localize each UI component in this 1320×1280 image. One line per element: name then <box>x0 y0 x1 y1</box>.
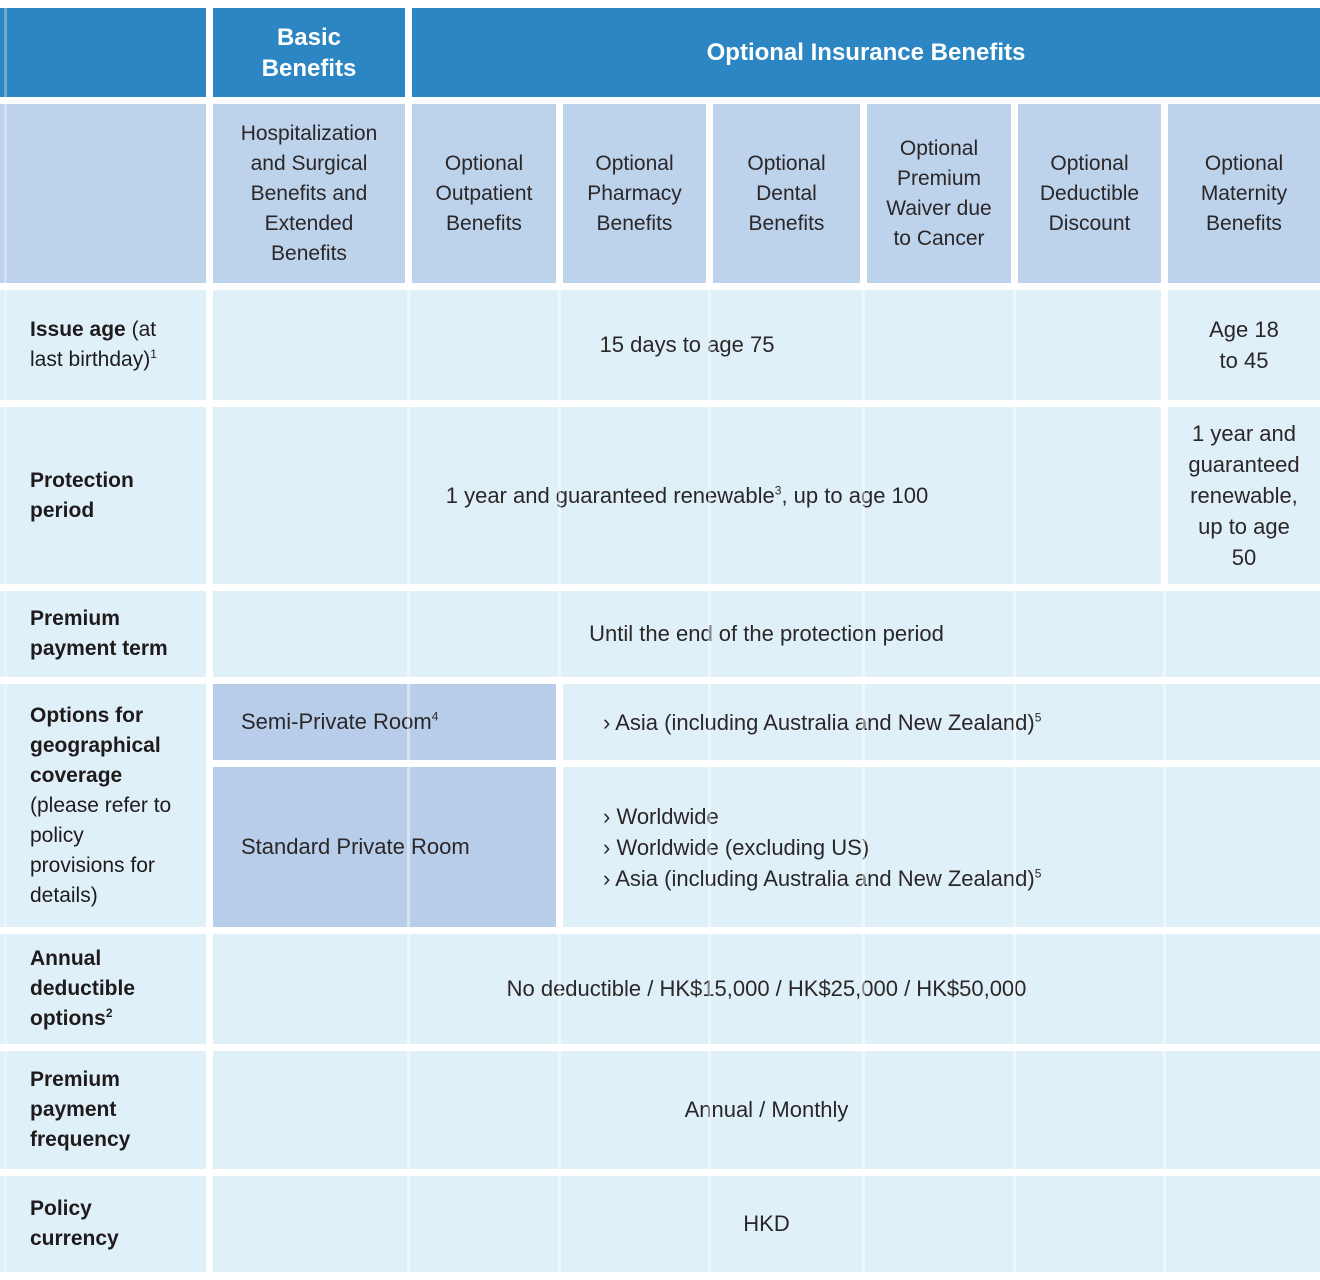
column-header-premium-waiver: Optional Premium Waiver due to Cancer <box>867 104 1011 283</box>
policy-currency-value-cell: HKD <box>213 1176 1320 1272</box>
protection-period-value-cell: 1 year and guaranteed renewable3, up to … <box>213 407 1161 584</box>
premium-payment-term-value-cell: Until the end of the protection period <box>213 591 1320 677</box>
geo-option-asia-2: › Asia (including Australia and New Zeal… <box>603 865 1042 891</box>
semi-private-room-label: Semi-Private Room4 <box>241 709 439 734</box>
basic-benefits-header-cell: Basic Benefits <box>213 8 405 97</box>
column-header-hospitalization: Hospitalization and Surgical Benefits an… <box>213 104 405 283</box>
issue-age-value: 15 days to age 75 <box>599 332 775 357</box>
protection-period-maternity-value: 1 year and guaranteed renewable, up to a… <box>1188 421 1300 570</box>
protection-period-value: 1 year and guaranteed renewable3, up to … <box>445 482 929 508</box>
protection-period-row: Protection period 1 year and guaranteed … <box>0 407 1320 584</box>
geographical-coverage-row: Options for geographical coverage (pleas… <box>0 684 1320 927</box>
column-header-spacer-cell <box>0 104 206 283</box>
issue-age-value-cell: 15 days to age 75 <box>213 290 1161 400</box>
annual-deductible-label-cell: Annual deductible options2 <box>0 934 206 1044</box>
premium-frequency-label-cell: Premium payment frequency <box>0 1051 206 1169</box>
issue-age-maternity-cell: Age 18 to 45 <box>1168 290 1320 400</box>
premium-frequency-value: Annual / Monthly <box>684 1097 849 1122</box>
premium-frequency-row: Premium payment frequency Annual / Month… <box>0 1051 1320 1169</box>
annual-deductible-row: Annual deductible options2 No deductible… <box>0 934 1320 1044</box>
premium-frequency-label: Premium payment frequency <box>30 1068 131 1151</box>
issue-age-label: Issue age (at last birthday)1 <box>30 318 157 371</box>
premium-payment-term-row: Premium payment term Until the end of th… <box>0 591 1320 677</box>
issue-age-row: Issue age (at last birthday)1 15 days to… <box>0 290 1320 400</box>
annual-deductible-label: Annual deductible options2 <box>30 947 136 1030</box>
premium-payment-term-label-cell: Premium payment term <box>0 591 206 677</box>
semi-private-room-cell: Semi-Private Room4 <box>213 684 556 760</box>
column-header-dental: Optional Dental Benefits <box>713 104 860 283</box>
policy-currency-label: Policy currency <box>30 1197 119 1250</box>
basic-benefits-header-label: Basic Benefits <box>261 23 357 82</box>
protection-period-maternity-cell: 1 year and guaranteed renewable, up to a… <box>1168 407 1320 584</box>
standard-private-options-cell: › Worldwide › Worldwide (excluding US) ›… <box>563 767 1320 927</box>
premium-payment-term-value: Until the end of the protection period <box>589 621 944 646</box>
geo-coverage-label: Options for geographical coverage (pleas… <box>30 703 172 907</box>
issue-age-maternity-value: Age 18 to 45 <box>1209 317 1279 373</box>
column-header-pharmacy: Optional Pharmacy Benefits <box>563 104 706 283</box>
standard-private-room-label: Standard Private Room <box>241 834 470 859</box>
issue-age-label-cell: Issue age (at last birthday)1 <box>0 290 206 400</box>
standard-private-room-cell: Standard Private Room <box>213 767 556 927</box>
geo-coverage-label-cell: Options for geographical coverage (pleas… <box>0 684 206 927</box>
geo-option-worldwide: › Worldwide <box>603 803 719 829</box>
protection-period-label: Protection period <box>30 468 134 522</box>
protection-period-label-cell: Protection period <box>0 407 206 584</box>
column-header-maternity: Optional Maternity Benefits <box>1168 104 1320 283</box>
column-header-row: Hospitalization and Surgical Benefits an… <box>0 104 1320 283</box>
column-header-deductible-discount: Optional Deductible Discount <box>1018 104 1161 283</box>
optional-benefits-header-cell: Optional Insurance Benefits <box>412 8 1320 97</box>
header-group-row: Basic Benefits Optional Insurance Benefi… <box>0 8 1320 97</box>
geo-option-worldwide-ex-us: › Worldwide (excluding US) <box>603 834 870 860</box>
optional-benefits-header-label: Optional Insurance Benefits <box>706 39 1026 66</box>
annual-deductible-value: No deductible / HK$15,000 / HK$25,000 / … <box>506 976 1027 1001</box>
corner-header-cell <box>0 8 206 97</box>
premium-payment-term-label: Premium payment term <box>30 607 168 660</box>
policy-currency-value: HKD <box>743 1211 790 1236</box>
policy-currency-label-cell: Policy currency <box>0 1176 206 1272</box>
annual-deductible-value-cell: No deductible / HK$15,000 / HK$25,000 / … <box>213 934 1320 1044</box>
geo-option-asia: › Asia (including Australia and New Zeal… <box>603 709 1042 735</box>
premium-frequency-value-cell: Annual / Monthly <box>213 1051 1320 1169</box>
column-header-outpatient: Optional Outpatient Benefits <box>412 104 556 283</box>
semi-private-options-cell: › Asia (including Australia and New Zeal… <box>563 684 1320 760</box>
policy-currency-row: Policy currency HKD <box>0 1176 1320 1272</box>
